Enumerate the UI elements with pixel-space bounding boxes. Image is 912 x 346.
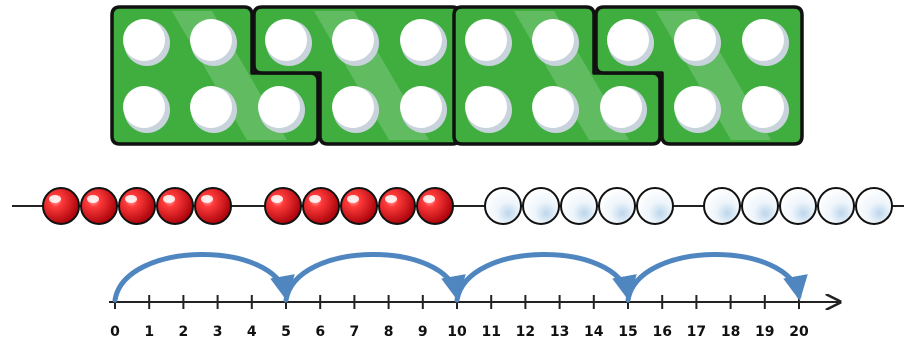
tile-hole [532,19,574,61]
tick-label: 1 [144,324,154,340]
tile-hole [465,86,507,128]
white-bead [484,187,522,225]
tick-label: 14 [584,324,604,340]
tile-hole [190,86,232,128]
jump-arrow [283,252,466,303]
tile-hole [332,86,374,128]
red-bead [416,187,454,225]
red-bead [80,187,118,225]
tile-hole [742,19,784,61]
white-bead [598,187,636,225]
tick-label: 18 [721,324,740,340]
tile-hole [400,86,442,128]
tile-hole [742,86,784,128]
tick-label: 4 [247,324,257,340]
tick-label: 0 [110,324,120,340]
bead-string [12,187,904,225]
tick-label: 16 [652,324,671,340]
tile-hole [123,86,165,128]
number-tile-3 [452,5,662,146]
tick-label: 13 [550,324,569,340]
tick-label: 7 [350,324,360,340]
tick-label: 10 [447,324,467,340]
tile-hole [532,86,574,128]
red-bead [264,187,302,225]
white-bead [855,187,893,225]
tick-label: 20 [789,324,809,340]
white-bead [522,187,560,225]
white-bead [741,187,779,225]
white-bead [703,187,741,225]
white-bead [817,187,855,225]
number-tiles [110,5,804,146]
tick-label: 15 [618,324,637,340]
red-bead [340,187,378,225]
jump-arrow [625,252,808,303]
tick-label: 6 [315,324,325,340]
tick-label: 5 [281,324,291,340]
white-bead [636,187,674,225]
tile-hole [123,19,165,61]
red-bead [378,187,416,225]
tile-hole [607,19,649,61]
number-tile-4 [594,5,804,146]
red-bead [118,187,156,225]
jump-arrow [454,252,637,303]
tick-label: 8 [384,324,394,340]
tick-label: 3 [213,324,223,340]
tile-hole [465,19,507,61]
tick-label: 17 [687,324,706,340]
tile-hole [400,19,442,61]
white-bead [779,187,817,225]
red-bead [194,187,232,225]
number-tile-1 [110,5,320,146]
tick-label: 11 [481,324,500,340]
white-bead [560,187,598,225]
tile-hole [674,86,716,128]
tick-label: 19 [755,324,774,340]
tile-hole [332,19,374,61]
red-bead [302,187,340,225]
tile-hole [674,19,716,61]
tick-label: 12 [516,324,535,340]
tile-hole [265,19,307,61]
tile-hole [190,19,232,61]
tile-hole [600,86,642,128]
tile-hole [258,86,300,128]
jump-arrow [112,252,295,303]
red-bead [42,187,80,225]
red-bead [156,187,194,225]
number-tile-2 [252,5,462,146]
tick-label: 2 [179,324,189,340]
tick-label: 9 [418,324,428,340]
